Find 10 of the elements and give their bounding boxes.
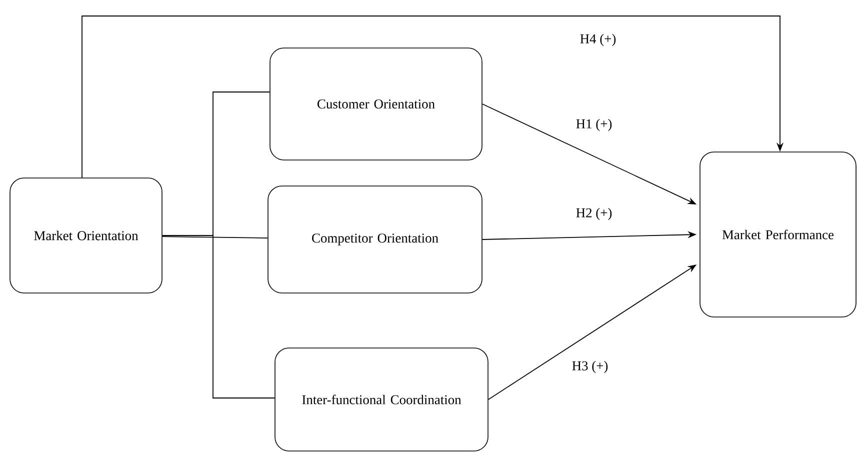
process-box: Market Performance [700, 152, 856, 318]
process-box: Customer Orientation [270, 48, 482, 160]
process-box: Market Orientation [10, 178, 162, 294]
edge-label: H4 (+) [578, 32, 618, 48]
process-box: Competitor Orientation [268, 186, 482, 294]
arrow [82, 16, 784, 178]
edge-label: H1 (+) [574, 118, 614, 132]
edge-label: H2 (+) [574, 206, 614, 222]
edge-label: H3 (+) [570, 360, 610, 374]
process-box: Inter-functional Coordination [274, 348, 488, 452]
